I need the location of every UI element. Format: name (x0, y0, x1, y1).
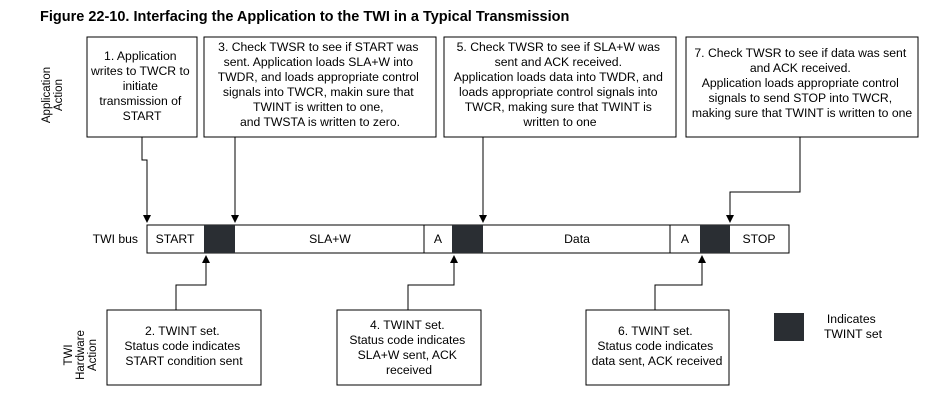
svg-text:Application: Application (41, 67, 53, 123)
legend-text: Indicates TWINT set (824, 312, 883, 341)
hw-box-4: 4. TWINT set. Status code indicates SLA+… (336, 309, 482, 386)
legend-swatch (774, 313, 804, 341)
twi-bus: START SLA+W A Data A STOP (146, 224, 790, 254)
hw-box-4-text: 4. TWINT set. Status code indicates SLA+… (349, 318, 468, 377)
application-action-label: Application Action (41, 67, 65, 123)
app-box-3-text: 3. Check TWSR to see if START was sent. … (218, 40, 423, 129)
hw-box-6: 6. TWINT set. Status code indicates data… (585, 309, 730, 386)
figure-title: Figure 22-10. Interfacing the Applicatio… (40, 9, 570, 25)
app-box-1: 1. Application writes to TWCR to initiat… (86, 36, 198, 138)
app-box-7-text: 7. Check TWSR to see if data was sent an… (692, 46, 913, 120)
app-box-7: 7. Check TWSR to see if data was sent an… (685, 36, 919, 138)
svg-text:Action: Action (87, 339, 99, 371)
bus-segment-stop: STOP (743, 232, 776, 246)
connector-box1 (141, 137, 151, 223)
connector-box4 (407, 255, 458, 310)
app-box-1-text: 1. Application writes to TWCR to initiat… (90, 49, 193, 123)
svg-text:Action: Action (53, 79, 65, 111)
bus-segment-ack-2: A (681, 232, 690, 246)
bus-segment-ack-1: A (434, 232, 443, 246)
hw-connectors (175, 255, 706, 310)
bus-segment-sla-w: SLA+W (309, 232, 351, 246)
svg-text:TWI: TWI (63, 344, 75, 365)
hardware-action-label: TWI Hardware Action (63, 330, 99, 380)
twint-block-3 (700, 225, 730, 253)
hw-box-2: 2. TWINT set. Status code indicates STAR… (106, 309, 262, 386)
svg-text:Hardware: Hardware (75, 330, 87, 380)
app-box-5-text: 5. Check TWSR to see if SLA+W was sent a… (454, 40, 667, 129)
twint-block-1 (204, 225, 235, 253)
bus-label: TWI bus (93, 232, 138, 246)
hw-box-2-text: 2. TWINT set. Status code indicates STAR… (124, 324, 243, 368)
connector-box7 (726, 137, 801, 223)
twint-block-2 (452, 225, 483, 253)
app-connectors (141, 137, 801, 223)
hw-box-6-text: 6. TWINT set. Status code indicates data… (592, 324, 723, 368)
app-box-5: 5. Check TWSR to see if SLA+W was sent a… (443, 36, 677, 138)
legend: Indicates TWINT set (774, 312, 883, 341)
bus-segment-data: Data (564, 232, 590, 246)
connector-box2 (175, 255, 210, 310)
bus-segment-start: START (156, 232, 195, 246)
app-box-3: 3. Check TWSR to see if START was sent. … (203, 36, 437, 138)
connector-box6 (654, 255, 706, 310)
